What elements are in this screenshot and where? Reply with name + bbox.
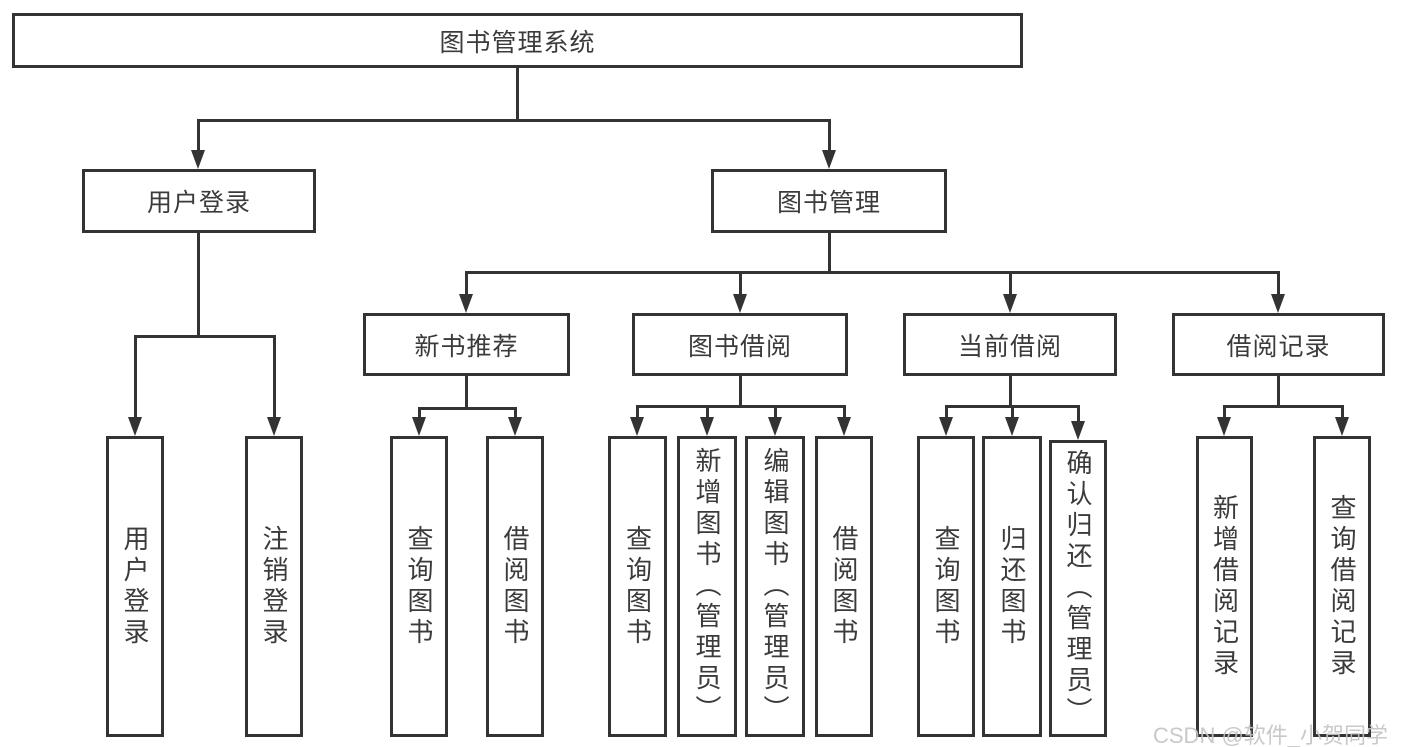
connector-book-mgmt-branch	[465, 271, 1279, 274]
node-nr-borrow-books-label: 借阅图书	[500, 524, 530, 649]
node-borrow-records-label: 借阅记录	[1226, 332, 1331, 361]
node-logout-label: 注销登录	[259, 524, 289, 649]
node-current-borrowing-label: 当前借阅	[957, 332, 1062, 361]
node-rec-add-record-label: 新增借阅记录	[1209, 493, 1240, 680]
node-user-login: 用户登录	[106, 436, 164, 737]
node-new-book-rec: 新书推荐	[363, 313, 570, 376]
connector-drop-user-login-group	[197, 119, 200, 152]
connector-user-group-branch	[134, 335, 275, 338]
node-book-mgmt: 图书管理	[711, 169, 947, 233]
node-user-login-group-label: 用户登录	[146, 189, 251, 217]
watermark: CSDN @软件_小贺同学	[1153, 723, 1389, 747]
arrow-book-borrowing	[733, 294, 747, 313]
arrow-book-mgmt	[822, 150, 836, 169]
node-user-login-label: 用户登录	[120, 524, 150, 649]
node-rec-add-record: 新增借阅记录	[1196, 436, 1253, 737]
connector-current-borrowing-stem	[1009, 376, 1012, 407]
connector-root-branch	[197, 119, 831, 122]
connector-root-stem	[516, 68, 519, 120]
node-bb-borrow-books-label: 借阅图书	[829, 524, 859, 649]
node-library-system-label: 图书管理系统	[439, 28, 596, 57]
node-cb-confirm-return-admin-label: 确认归还（管理员）	[1063, 449, 1093, 728]
arrow-borrow-records	[1271, 294, 1285, 313]
arrow-bb-edit	[768, 417, 782, 436]
arrow-rec-add	[1217, 417, 1231, 436]
connector-drop-bb-query	[636, 405, 639, 419]
arrow-user-login	[128, 417, 142, 436]
node-logout: 注销登录	[245, 436, 303, 737]
connector-drop-nr-query	[418, 407, 421, 419]
connector-borrow-records-branch	[1223, 405, 1343, 408]
node-cb-confirm-return-admin: 确认归还（管理员）	[1049, 440, 1107, 737]
connector-drop-cb-query	[945, 405, 948, 419]
node-bb-add-book-admin-label: 新增图书（管理员）	[692, 447, 722, 726]
arrow-cb-confirm	[1071, 421, 1085, 440]
node-cb-query-books-label: 查询图书	[931, 524, 961, 649]
connector-book-borrowing-stem	[739, 376, 742, 407]
node-bb-query-books-label: 查询图书	[622, 524, 653, 649]
node-book-borrowing: 图书借阅	[632, 313, 848, 376]
arrow-cb-return	[1005, 417, 1019, 436]
connector-drop-rec-add	[1223, 405, 1226, 419]
connector-drop-borrow-records	[1277, 271, 1280, 296]
arrow-rec-query	[1335, 417, 1349, 436]
node-cb-return-books-label: 归还图书	[997, 524, 1027, 649]
connector-borrow-records-stem	[1277, 376, 1280, 407]
connector-drop-cb-confirm	[1077, 405, 1080, 423]
arrow-cb-query	[939, 417, 953, 436]
node-library-system: 图书管理系统	[12, 13, 1023, 68]
connector-drop-bb-borrow	[843, 405, 846, 419]
connector-drop-user-login	[134, 335, 137, 419]
arrow-nr-query	[412, 417, 426, 436]
node-nr-query-books-label: 查询图书	[404, 524, 434, 649]
node-nr-borrow-books: 借阅图书	[486, 436, 544, 737]
connector-book-borrowing-branch	[636, 405, 845, 408]
node-bb-borrow-books: 借阅图书	[815, 436, 873, 737]
arrow-bb-add	[700, 417, 714, 436]
connector-drop-bb-edit	[774, 405, 777, 419]
node-cb-return-books: 归还图书	[982, 436, 1042, 737]
connector-drop-logout	[273, 335, 276, 419]
node-user-login-group: 用户登录	[82, 169, 316, 233]
arrow-logout	[267, 417, 281, 436]
connector-drop-cb-return	[1011, 405, 1014, 419]
connector-drop-bb-add	[706, 405, 709, 419]
arrow-current-borrowing	[1003, 294, 1017, 313]
node-new-book-rec-label: 新书推荐	[414, 332, 519, 361]
arrow-new-book-rec	[459, 294, 473, 313]
arrow-bb-query	[630, 417, 644, 436]
node-nr-query-books: 查询图书	[390, 436, 448, 737]
connector-book-mgmt-stem	[828, 233, 831, 273]
arrow-nr-borrow	[508, 417, 522, 436]
connector-drop-rec-query	[1341, 405, 1344, 419]
connector-drop-current-borrowing	[1009, 271, 1012, 296]
node-bb-edit-book-admin-label: 编辑图书（管理员）	[760, 447, 790, 726]
node-bb-edit-book-admin: 编辑图书（管理员）	[745, 436, 805, 737]
connector-drop-book-borrowing	[739, 271, 742, 296]
connector-drop-new-book-rec	[465, 271, 468, 296]
arrow-user-login-group	[191, 150, 205, 169]
node-rec-query-record-label: 查询借阅记录	[1327, 493, 1357, 680]
node-rec-query-record: 查询借阅记录	[1313, 436, 1371, 737]
node-cb-query-books: 查询图书	[917, 436, 975, 737]
node-current-borrowing: 当前借阅	[903, 313, 1117, 376]
connector-new-book-rec-stem	[465, 376, 468, 409]
connector-drop-nr-borrow	[514, 407, 517, 419]
arrow-bb-borrow	[837, 417, 851, 436]
connector-new-book-rec-branch	[418, 407, 517, 410]
connector-drop-book-mgmt	[828, 119, 831, 152]
node-bb-query-books: 查询图书	[608, 436, 667, 737]
connector-user-group-stem	[197, 233, 200, 336]
node-bb-add-book-admin: 新增图书（管理员）	[677, 436, 737, 737]
node-book-mgmt-label: 图书管理	[776, 189, 881, 217]
node-borrow-records: 借阅记录	[1172, 313, 1385, 376]
node-book-borrowing-label: 图书借阅	[687, 332, 792, 361]
